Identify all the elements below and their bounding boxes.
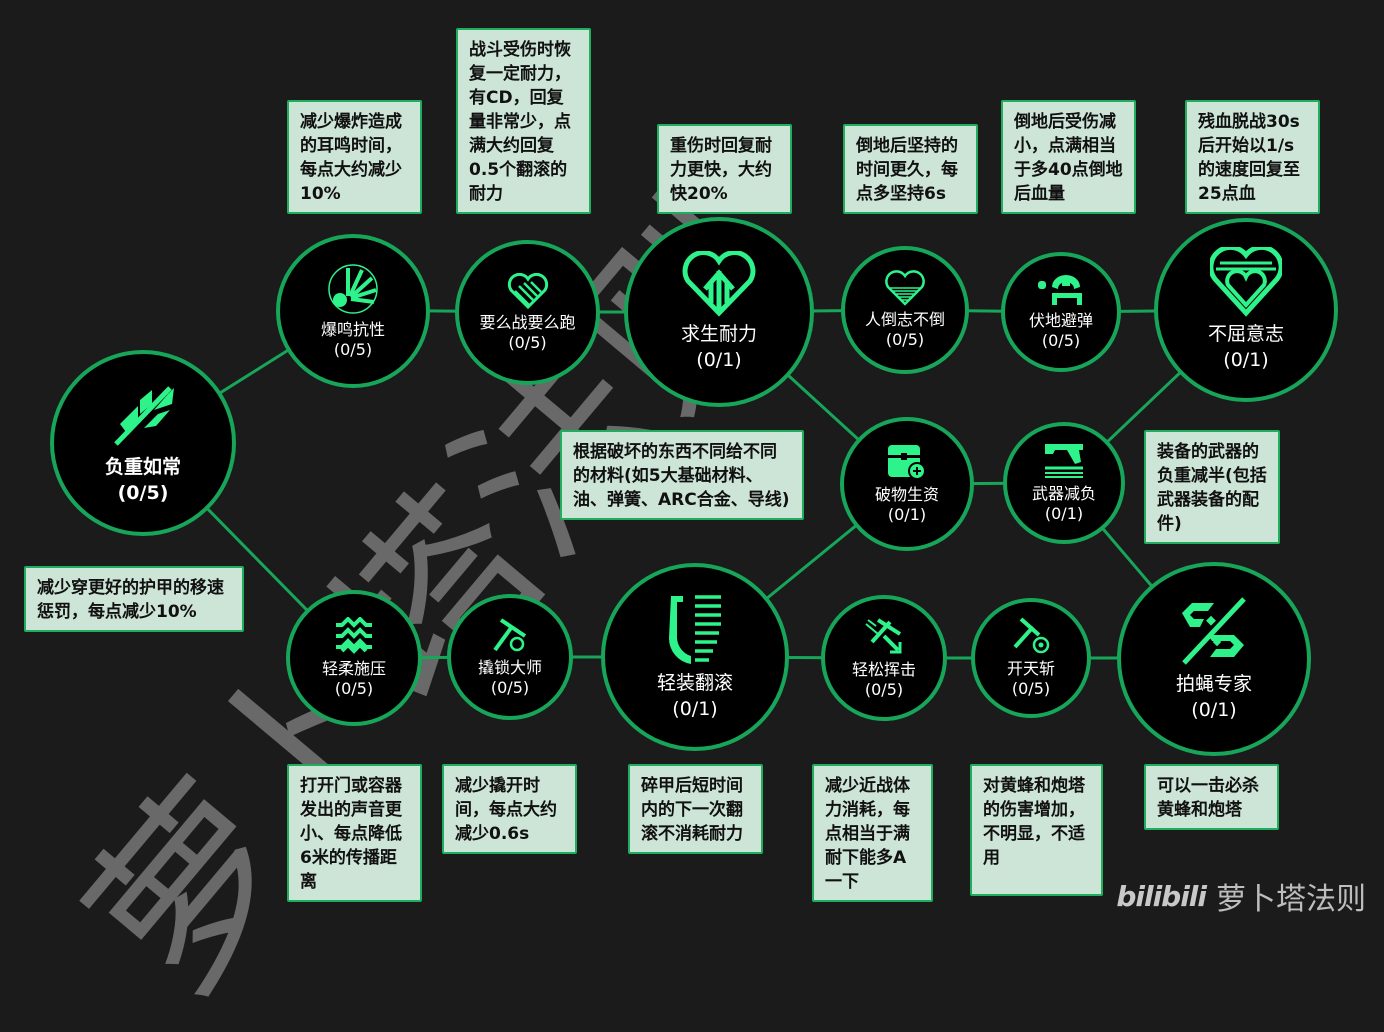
skill-node-baoming[interactable]: 爆鸣抗性 (0/5)	[276, 234, 430, 388]
tip-baoming: 减少爆炸造成的耳鸣时间，每点大约减少10%	[287, 100, 422, 214]
tip-yaome: 战斗受伤时恢复一定耐力，有CD，回复量非常少，点满大约回复0.5个翻滚的耐力	[456, 28, 591, 214]
bilibili-watermark: bilibili 萝卜塔法则	[1116, 874, 1366, 918]
skill-node-yaome[interactable]: 要么战要么跑 (0/5)	[455, 240, 600, 385]
tip-qiaosuo: 减少撬开时间，每点大约减少0.6s	[442, 764, 577, 854]
swing-pick-icon	[865, 618, 902, 654]
heart-arrow-up-icon	[682, 251, 756, 317]
skill-node-powu[interactable]: 破物生资 (0/1)	[840, 417, 974, 551]
tip-qingsong: 减少近战体力消耗，每点相当于满耐下能多A一下	[812, 764, 933, 902]
explosion-icon	[328, 264, 378, 314]
feather-slash-icon	[114, 386, 174, 446]
tip-qingzhuang: 碎甲后短时间内的下一次翻滚不消耗耐力	[628, 764, 763, 854]
skill-node-paiying[interactable]: 拍蝇专家 (0/1)	[1117, 562, 1311, 756]
pistol-lines-icon	[1045, 444, 1083, 478]
tip-powu: 根据破坏的东西不同给不同的材料(如5大基础材料、油、弹簧、ARC合金、导线)	[560, 430, 804, 520]
skill-node-qingrou[interactable]: 轻柔施压 (0/5)	[286, 590, 422, 726]
tip-fudi: 倒地后受伤减小，点满相当于多40点倒地后血量	[1001, 100, 1136, 214]
double-heart-icon	[1210, 247, 1282, 317]
tip-qiusheng: 重伤时回复耐力更快，大约快20%	[657, 124, 792, 214]
chest-plus-icon	[888, 445, 926, 480]
pick-target-icon	[1013, 617, 1050, 654]
author-name: 萝卜塔法则	[1216, 882, 1366, 917]
skill-node-fuzhong[interactable]: 负重如常 (0/5)	[50, 350, 236, 536]
tip-wuqi: 装备的武器的负重减半(包括武器装备的配件)	[1144, 430, 1280, 544]
skill-node-rendao[interactable]: 人倒志不倒 (0/5)	[841, 246, 969, 374]
bilibili-logo: bilibili	[1116, 879, 1207, 913]
shield-lines-icon	[668, 595, 721, 664]
striped-heart-icon	[507, 272, 548, 309]
broken-chain-slash-icon	[1182, 597, 1246, 665]
tip-qingrou: 打开门或容器发出的声音更小、每点降低6米的传播距离	[287, 764, 422, 902]
prone-cover-icon	[1038, 275, 1082, 305]
tip-kaitian: 对黄蜂和炮塔的伤害增加，不明显，不适用	[970, 764, 1103, 896]
tip-buqu: 残血脱战30s后开始以1/s的速度回复至25点血	[1185, 100, 1320, 214]
skill-node-fudi[interactable]: 伏地避弹 (0/5)	[1001, 252, 1121, 372]
tip-fuzhong: 减少穿更好的护甲的移速惩罚，每点减少10%	[24, 566, 244, 632]
tip-rendao: 倒地后坚持的时间更久，每点多坚持6s	[843, 124, 978, 214]
skill-node-qingzhuang[interactable]: 轻装翻滚 (0/1)	[601, 563, 789, 751]
tip-paiying: 可以一击必杀黄蜂和炮塔	[1144, 764, 1279, 830]
skill-node-qiusheng[interactable]: 求生耐力 (0/1)	[624, 217, 814, 407]
waves-icon	[336, 617, 372, 654]
skill-node-kaitian[interactable]: 开天斩 (0/5)	[971, 598, 1091, 718]
pick-lock-icon	[493, 618, 527, 652]
skill-node-wuqi[interactable]: 武器减负 (0/1)	[1003, 422, 1125, 544]
lined-heart-icon	[885, 270, 925, 306]
skill-node-qiaosuo[interactable]: 撬锁大师 (0/5)	[447, 594, 573, 720]
skill-node-qingsong[interactable]: 轻松挥击 (0/5)	[821, 595, 947, 721]
skill-node-buqu[interactable]: 不屈意志 (0/1)	[1154, 218, 1338, 402]
